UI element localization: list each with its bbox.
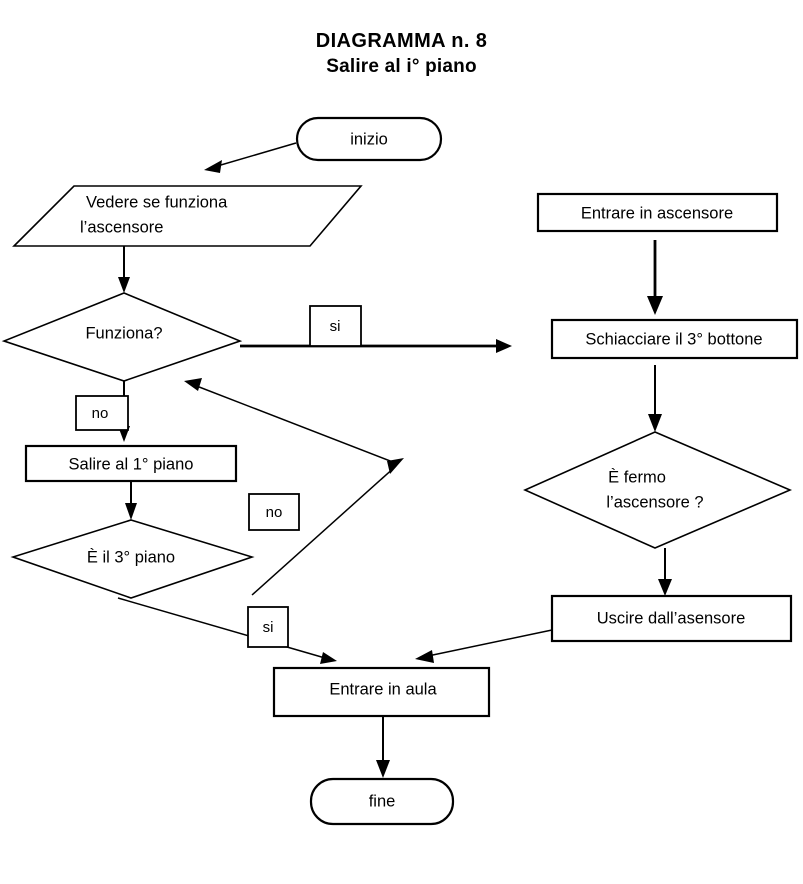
node-vedere-se-funziona[interactable]: Vedere se funziona l’ascensore — [12, 185, 363, 247]
edge-label-third-no: no — [248, 493, 300, 531]
edge-press-to-stopped — [648, 365, 662, 432]
edge-start-to-check — [204, 142, 297, 173]
node-funziona-decision[interactable]: Funziona? — [1, 292, 243, 382]
edge-stopped-to-exit — [658, 548, 672, 596]
page-title: DIAGRAMMA n. 8 Salire al i° piano — [0, 28, 803, 80]
node-terzo-piano-decision[interactable]: È il 3° piano — [10, 519, 255, 599]
node-inizio[interactable]: inizio — [295, 116, 443, 162]
node-terzo-piano-label: È il 3° piano — [87, 547, 175, 566]
edge-label-works-yes-text: si — [330, 318, 341, 335]
edge-label-third-yes: si — [247, 606, 289, 648]
node-vedere-label-line1: Vedere se funziona — [86, 193, 228, 211]
edge-third-no-loop — [184, 378, 404, 596]
node-schiacciare-bottone[interactable]: Schiacciare il 3° bottone — [550, 318, 799, 360]
edge-class-to-end — [376, 716, 390, 778]
edge-label-third-no-text: no — [266, 504, 283, 521]
edge-label-works-no: no — [75, 395, 129, 431]
edge-exit-to-class — [415, 629, 553, 663]
node-fine-label: fine — [369, 792, 396, 810]
node-salire-primo-piano[interactable]: Salire al 1° piano — [24, 444, 238, 483]
node-schiacciare-label: Schiacciare il 3° bottone — [585, 330, 762, 348]
node-entrare-ascensore-label: Entrare in ascensore — [581, 204, 733, 222]
edge-label-works-yes: si — [309, 305, 362, 347]
title-line-2: Salire al i° piano — [326, 56, 477, 77]
edge-works-yes — [240, 339, 512, 353]
node-fine[interactable]: fine — [309, 777, 455, 826]
node-entrare-ascensore[interactable]: Entrare in ascensore — [536, 192, 779, 233]
node-salire-label: Salire al 1° piano — [69, 455, 194, 473]
node-entrare-aula-label: Entrare in aula — [329, 680, 437, 698]
edge-third-yes — [117, 597, 337, 664]
node-uscire-label: Uscire dall’asensore — [597, 609, 746, 627]
node-uscire-ascensore[interactable]: Uscire dall’asensore — [550, 594, 793, 643]
node-vedere-label-line2: l’ascensore — [80, 218, 163, 236]
edge-enter-to-press — [647, 240, 663, 315]
node-inizio-label: inizio — [350, 130, 388, 148]
edge-check-to-works — [118, 246, 130, 293]
edge-label-works-no-text: no — [92, 405, 109, 422]
node-fermo-label-line2: l’ascensore ? — [606, 493, 703, 511]
node-fermo-label-line1: È fermo — [608, 467, 666, 486]
edge-label-third-yes-text: si — [263, 619, 274, 636]
node-fermo-ascensore-decision[interactable]: È fermo l’ascensore ? — [523, 431, 793, 549]
title-line-1: DIAGRAMMA n. 8 — [315, 30, 488, 52]
node-entrare-aula[interactable]: Entrare in aula — [272, 666, 491, 718]
edge-climb-to-third — [125, 481, 137, 520]
node-funziona-label: Funziona? — [85, 324, 162, 342]
